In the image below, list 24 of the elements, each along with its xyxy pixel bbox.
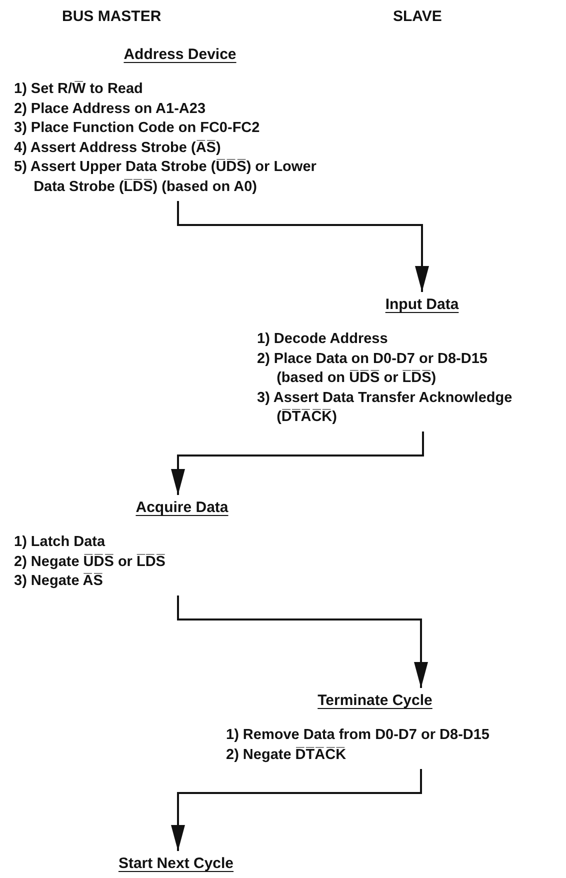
flow-arrow xyxy=(177,201,429,292)
step-item: 1) Remove Data from D0-D7 or D8-D15 xyxy=(226,726,490,745)
step-item: 1) Set R/W̅ to Read xyxy=(14,80,144,99)
step-item: 5) Assert Upper Data Strobe (U̅D̅S̅) or Lower Data Strobe (L̅D̅S̅) (based on A0) xyxy=(14,158,318,196)
flow-arrow xyxy=(171,769,422,851)
step-item: 4) Assert Address Strobe (A̅S̅) xyxy=(14,138,222,158)
step-item: 2) Place Data on D0-D7 or D8-D15 (based on U̅D̅S̅ or L̅D̅S̅) xyxy=(257,350,488,388)
step-heading: Input Data xyxy=(385,296,459,314)
step-item: 2) Negate U̅D̅S̅ or L̅D̅S̅ xyxy=(14,552,166,572)
step-heading: Acquire Data xyxy=(136,499,228,517)
step-item: 1) Decode Address xyxy=(257,330,389,349)
step-heading: Terminate Cycle xyxy=(318,692,432,710)
flow-arrow xyxy=(171,432,424,495)
step-heading: Start Next Cycle xyxy=(118,855,234,873)
step-item: 2) Place Address on A1-A23 xyxy=(14,100,207,118)
step-heading: Address Device xyxy=(124,46,236,64)
step-item: 3) Negate A̅S̅ xyxy=(14,572,104,591)
step-item: 2) Negate D̅T̅A̅C̅K̅ xyxy=(226,746,348,764)
flow-arrow xyxy=(177,596,428,688)
column-heading: BUS MASTER xyxy=(62,8,162,25)
step-item: 3) Place Function Code on FC0-FC2 xyxy=(14,119,261,138)
step-item: 3) Assert Data Transfer Acknowledge (D̅T̅A̅C̅K̅) xyxy=(257,388,514,427)
column-heading: SLAVE xyxy=(393,8,442,25)
step-item: 1) Latch Data xyxy=(14,533,106,552)
